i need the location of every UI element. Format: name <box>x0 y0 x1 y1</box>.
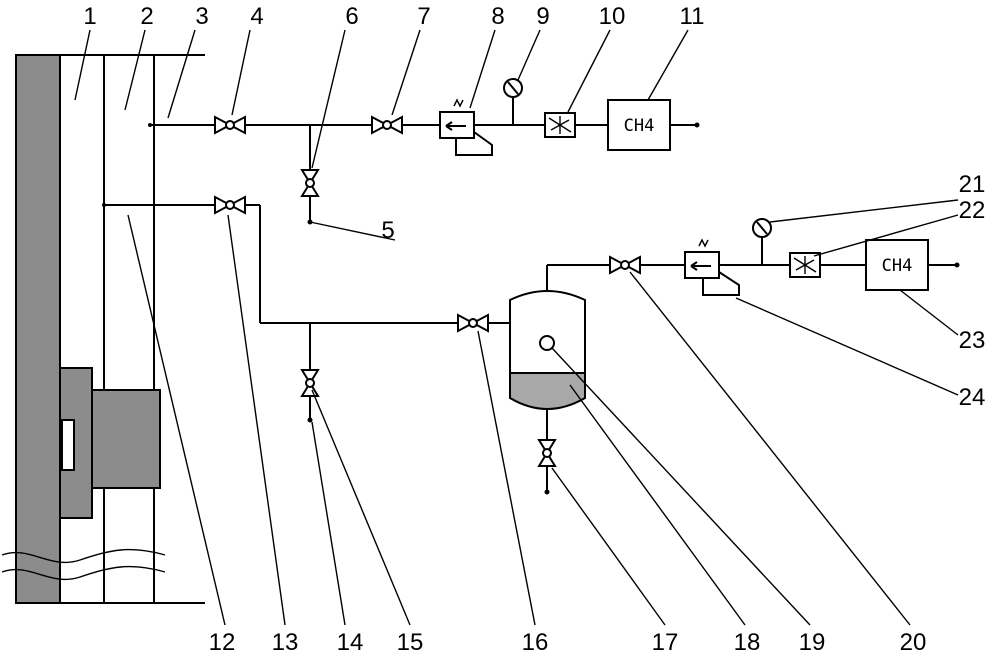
callout-2: 2 <box>140 3 153 30</box>
callout-13: 13 <box>272 629 299 656</box>
callout-23: 23 <box>959 327 986 354</box>
valve-7 <box>371 115 403 135</box>
callout-12: 12 <box>209 629 236 656</box>
sight-port <box>539 335 555 351</box>
tank-liquid <box>510 373 585 409</box>
callout-21: 21 <box>959 171 986 198</box>
callout-19: 19 <box>799 629 826 656</box>
callout-18: 18 <box>734 629 761 656</box>
left-structure <box>1 54 205 604</box>
outer-block <box>91 389 161 489</box>
valve-13 <box>214 195 246 215</box>
regulator-24 <box>684 238 740 296</box>
callout-24: 24 <box>959 384 986 411</box>
ch4-label-upper: CH4 <box>624 116 655 136</box>
flowmeter-10 <box>544 112 576 138</box>
flowmeter-22 <box>789 252 821 278</box>
callout-14: 14 <box>337 629 364 656</box>
callout-9: 9 <box>536 3 549 30</box>
callout-1: 1 <box>83 3 96 30</box>
ch4-box-11: CH4 <box>607 99 671 151</box>
valve-4 <box>214 115 246 135</box>
pressure-gauge-9 <box>503 78 523 98</box>
callout-numbers: 1 2 3 4 5 6 7 8 9 10 11 12 13 14 15 16 1… <box>83 3 985 656</box>
upper-pipeline <box>148 98 700 225</box>
ch4-box-23: CH4 <box>865 239 929 291</box>
callout-22: 22 <box>959 197 986 224</box>
callout-4: 4 <box>250 3 263 30</box>
valve-19 <box>609 255 641 275</box>
lower-pipeline <box>102 203 510 423</box>
regulator-8 <box>439 98 493 156</box>
slot <box>61 419 75 471</box>
callout-6: 6 <box>345 3 358 30</box>
callout-3: 3 <box>195 3 208 30</box>
callout-11: 11 <box>680 3 705 30</box>
tank <box>509 264 610 495</box>
valve-15 <box>300 369 320 397</box>
valve-6 <box>300 169 320 197</box>
pressure-gauge-21 <box>752 218 772 238</box>
valve-16 <box>457 313 489 333</box>
callout-10: 10 <box>599 3 626 30</box>
callout-7: 7 <box>417 3 430 30</box>
callout-20: 20 <box>900 629 927 656</box>
callout-17: 17 <box>652 629 679 656</box>
leader-lines <box>74 29 959 626</box>
callout-8: 8 <box>491 3 504 30</box>
callout-15: 15 <box>397 629 424 656</box>
right-pipeline <box>640 238 960 268</box>
wall-block <box>15 54 61 604</box>
callout-5: 5 <box>381 217 394 244</box>
valve-17 <box>537 439 557 467</box>
callout-16: 16 <box>522 629 549 656</box>
ch4-label-lower: CH4 <box>882 256 913 276</box>
